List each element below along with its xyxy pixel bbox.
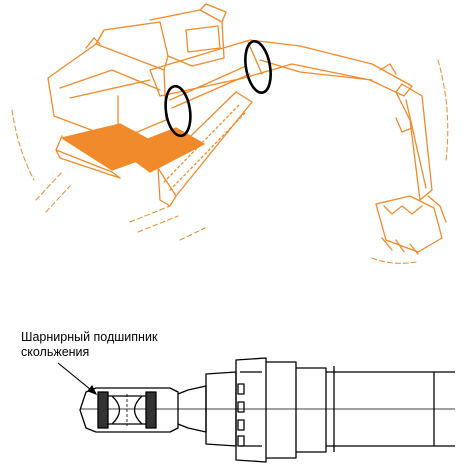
highlight-markers	[164, 40, 272, 138]
highlight-ring-boom-cylinder	[164, 84, 192, 138]
callout-leader	[57, 362, 98, 396]
bearing-callout-label: Шарнирный подшипник скольжения	[21, 330, 221, 360]
excavator-illustration	[11, 3, 449, 264]
cylinder-tube	[326, 366, 455, 452]
rod-eye	[79, 387, 179, 433]
ground-lines	[11, 59, 449, 264]
arm	[395, 83, 433, 201]
right-track	[119, 91, 253, 207]
upper-structure	[47, 3, 227, 141]
callout-line-2: скольжения	[21, 345, 90, 359]
cylinder-head	[205, 357, 327, 463]
callout-line-1: Шарнирный подшипник	[21, 330, 158, 344]
cylinder-section-drawing	[79, 357, 455, 463]
bucket	[375, 195, 447, 255]
highlight-ring-boom-pivot	[244, 40, 272, 94]
plain-bearing	[97, 391, 109, 429]
boom	[149, 39, 413, 97]
boom-cylinder	[169, 65, 251, 109]
